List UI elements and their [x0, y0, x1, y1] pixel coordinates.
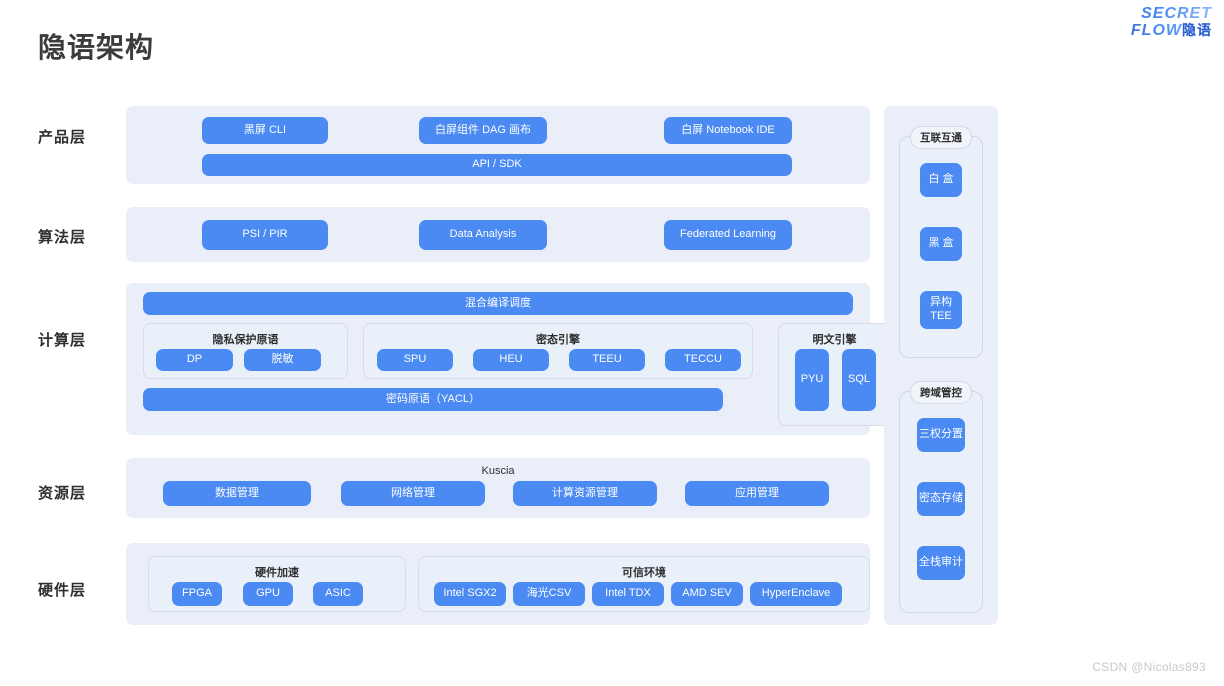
- layer-panel-resource: Kuscia 数据管理 网络管理 计算资源管理 应用管理: [126, 458, 870, 518]
- hardware-group-title-acceleration: 硬件加速: [255, 567, 299, 579]
- layer-row-algorithm: 算法层 PSI / PIR Data Analysis Federated Le…: [38, 207, 870, 262]
- layer-label-algorithm: 算法层: [38, 229, 87, 246]
- layer-row-compute: 计算层 混合编译调度 隐私保护原语 DP 脱敏 密态引擎 SPU HEU TEE…: [38, 283, 891, 435]
- page-title: 隐语架构: [38, 32, 155, 63]
- hardware-group-acceleration: 硬件加速 FPGA GPU ASIC: [148, 556, 406, 612]
- layer-panel-hardware: 硬件加速 FPGA GPU ASIC 可信环境 Intel SGX2 海光CSV…: [126, 543, 870, 625]
- sidebar-section-title-cross-domain: 跨域管控: [910, 381, 972, 404]
- layer-row-product: 产品层 黑屏 CLI 白屏组件 DAG 画布 白屏 Notebook IDE A…: [38, 106, 870, 184]
- resource-group-title-kuscia: Kuscia: [481, 465, 515, 477]
- hardware-chip-intel-tdx[interactable]: Intel TDX: [592, 582, 664, 606]
- compute-chip-dp[interactable]: DP: [156, 349, 233, 371]
- algorithm-chip-psi-pir[interactable]: PSI / PIR: [202, 220, 328, 250]
- layer-label-product: 产品层: [38, 129, 87, 146]
- algorithm-chip-data-analysis[interactable]: Data Analysis: [419, 220, 547, 250]
- secretflow-logo: SECRET FLOW隐语: [1092, 5, 1212, 46]
- product-chip-cli[interactable]: 黑屏 CLI: [202, 117, 328, 144]
- layer-panel-algorithm: PSI / PIR Data Analysis Federated Learni…: [126, 207, 870, 262]
- product-chip-notebook-ide[interactable]: 白屏 Notebook IDE: [664, 117, 792, 144]
- resource-chip-compute-resource-management[interactable]: 计算资源管理: [513, 481, 657, 506]
- compute-chip-desensitize[interactable]: 脱敏: [244, 349, 321, 371]
- compute-group-privacy-primitives: 隐私保护原语 DP 脱敏: [143, 323, 348, 379]
- layer-label-hardware: 硬件层: [38, 582, 87, 599]
- compute-group-plaintext-engine: 明文引擎 PYU SQL: [778, 323, 891, 426]
- hardware-chip-asic[interactable]: ASIC: [313, 582, 363, 606]
- hardware-chip-intel-sgx2[interactable]: Intel SGX2: [434, 582, 506, 606]
- csdn-watermark: CSDN @Nicolas893: [1092, 660, 1206, 674]
- product-chip-dag-canvas[interactable]: 白屏组件 DAG 画布: [419, 117, 547, 144]
- layer-panel-product: 黑屏 CLI 白屏组件 DAG 画布 白屏 Notebook IDE API /…: [126, 106, 870, 184]
- compute-chip-pyu[interactable]: PYU: [795, 349, 829, 411]
- hardware-group-title-trusted-env: 可信环境: [622, 567, 666, 579]
- hardware-chip-hyperenclave[interactable]: HyperEnclave: [750, 582, 842, 606]
- logo-text-flow: FLOW隐语: [1092, 21, 1212, 40]
- compute-group-title-cipher: 密态引擎: [536, 334, 580, 346]
- compute-group-title-privacy: 隐私保护原语: [212, 334, 279, 346]
- sidebar-chip-encrypted-storage[interactable]: 密态存储: [917, 482, 965, 516]
- resource-chip-network-management[interactable]: 网络管理: [341, 481, 485, 506]
- layer-label-resource: 资源层: [38, 485, 87, 502]
- sidebar-chip-full-stack-audit[interactable]: 全栈审计: [917, 546, 965, 580]
- sidebar-chip-heterogeneous-tee[interactable]: 异构 TEE: [920, 291, 962, 329]
- compute-group-title-plaintext: 明文引擎: [812, 334, 857, 346]
- sidebar-section-interconnect: 互联互通 白 盒 黑 盒 异构 TEE: [899, 126, 983, 358]
- sidebar-section-title-interconnect: 互联互通: [910, 126, 972, 149]
- sidebar-chip-black-box[interactable]: 黑 盒: [920, 227, 962, 261]
- compute-chip-sql[interactable]: SQL: [842, 349, 876, 411]
- compute-bar-hybrid-compile-schedule[interactable]: 混合编译调度: [143, 292, 853, 315]
- sidebar-chip-white-box[interactable]: 白 盒: [920, 163, 962, 197]
- layer-row-resource: 资源层 Kuscia 数据管理 网络管理 计算资源管理 应用管理: [38, 458, 870, 518]
- compute-chip-spu[interactable]: SPU: [377, 349, 453, 371]
- layer-label-compute: 计算层: [38, 332, 87, 349]
- compute-chip-teeu[interactable]: TEEU: [569, 349, 645, 371]
- sidebar-chip-heterogeneous-tee-line2: TEE: [930, 310, 952, 322]
- hardware-chip-amd-sev[interactable]: AMD SEV: [671, 582, 743, 606]
- logo-text-secret: SECRET: [1092, 5, 1212, 23]
- compute-chip-heu[interactable]: HEU: [473, 349, 549, 371]
- hardware-chip-hygon-csv[interactable]: 海光CSV: [513, 582, 585, 606]
- layer-row-hardware: 硬件层 硬件加速 FPGA GPU ASIC 可信环境 Intel SGX2 海…: [38, 543, 870, 625]
- compute-group-cipher-engine: 密态引擎 SPU HEU TEEU TECCU: [363, 323, 753, 379]
- algorithm-chip-federated-learning[interactable]: Federated Learning: [664, 220, 792, 250]
- sidebar-panel: 互联互通 白 盒 黑 盒 异构 TEE 跨域管控 三权分置 密态存储 全栈审计: [884, 106, 998, 625]
- logo-flow-word: FLOW: [1130, 21, 1182, 39]
- logo-text-cn: 隐语: [1182, 21, 1212, 38]
- product-bar-api-sdk[interactable]: API / SDK: [202, 154, 792, 176]
- sidebar-chip-heterogeneous-tee-line1: 异构: [930, 296, 952, 309]
- hardware-chip-gpu[interactable]: GPU: [243, 582, 293, 606]
- sidebar-chip-three-power-separation[interactable]: 三权分置: [917, 418, 965, 452]
- hardware-chip-fpga[interactable]: FPGA: [172, 582, 222, 606]
- resource-chip-data-management[interactable]: 数据管理: [163, 481, 311, 506]
- hardware-group-trusted-environment: 可信环境 Intel SGX2 海光CSV Intel TDX AMD SEV …: [418, 556, 870, 612]
- layer-panel-compute: 混合编译调度 隐私保护原语 DP 脱敏 密态引擎 SPU HEU TEEU TE…: [126, 283, 891, 435]
- resource-chip-app-management[interactable]: 应用管理: [685, 481, 829, 506]
- compute-bar-crypto-primitives-yacl[interactable]: 密码原语（YACL）: [143, 388, 723, 411]
- compute-chip-teccu[interactable]: TECCU: [665, 349, 741, 371]
- sidebar-section-cross-domain-control: 跨域管控 三权分置 密态存储 全栈审计: [899, 381, 983, 613]
